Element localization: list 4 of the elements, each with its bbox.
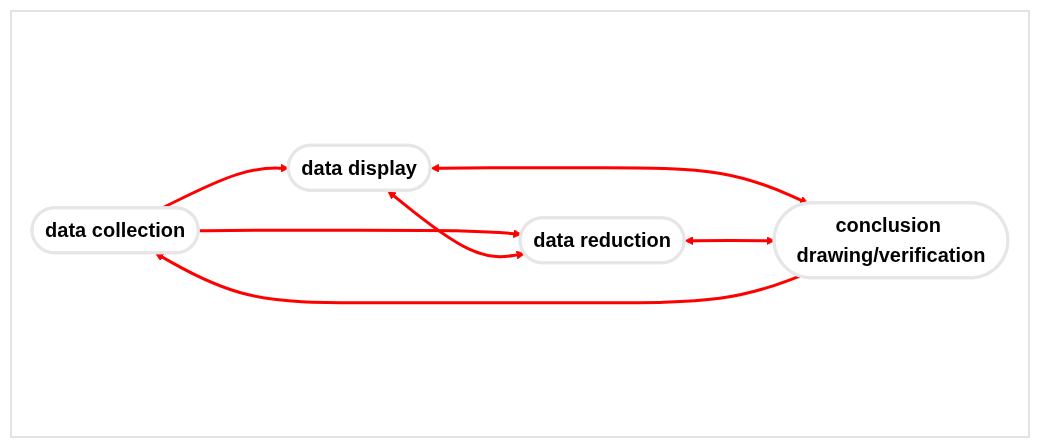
arrow (387, 190, 526, 260)
arrow (430, 163, 809, 205)
arrow (198, 228, 522, 239)
arrow (155, 252, 801, 305)
